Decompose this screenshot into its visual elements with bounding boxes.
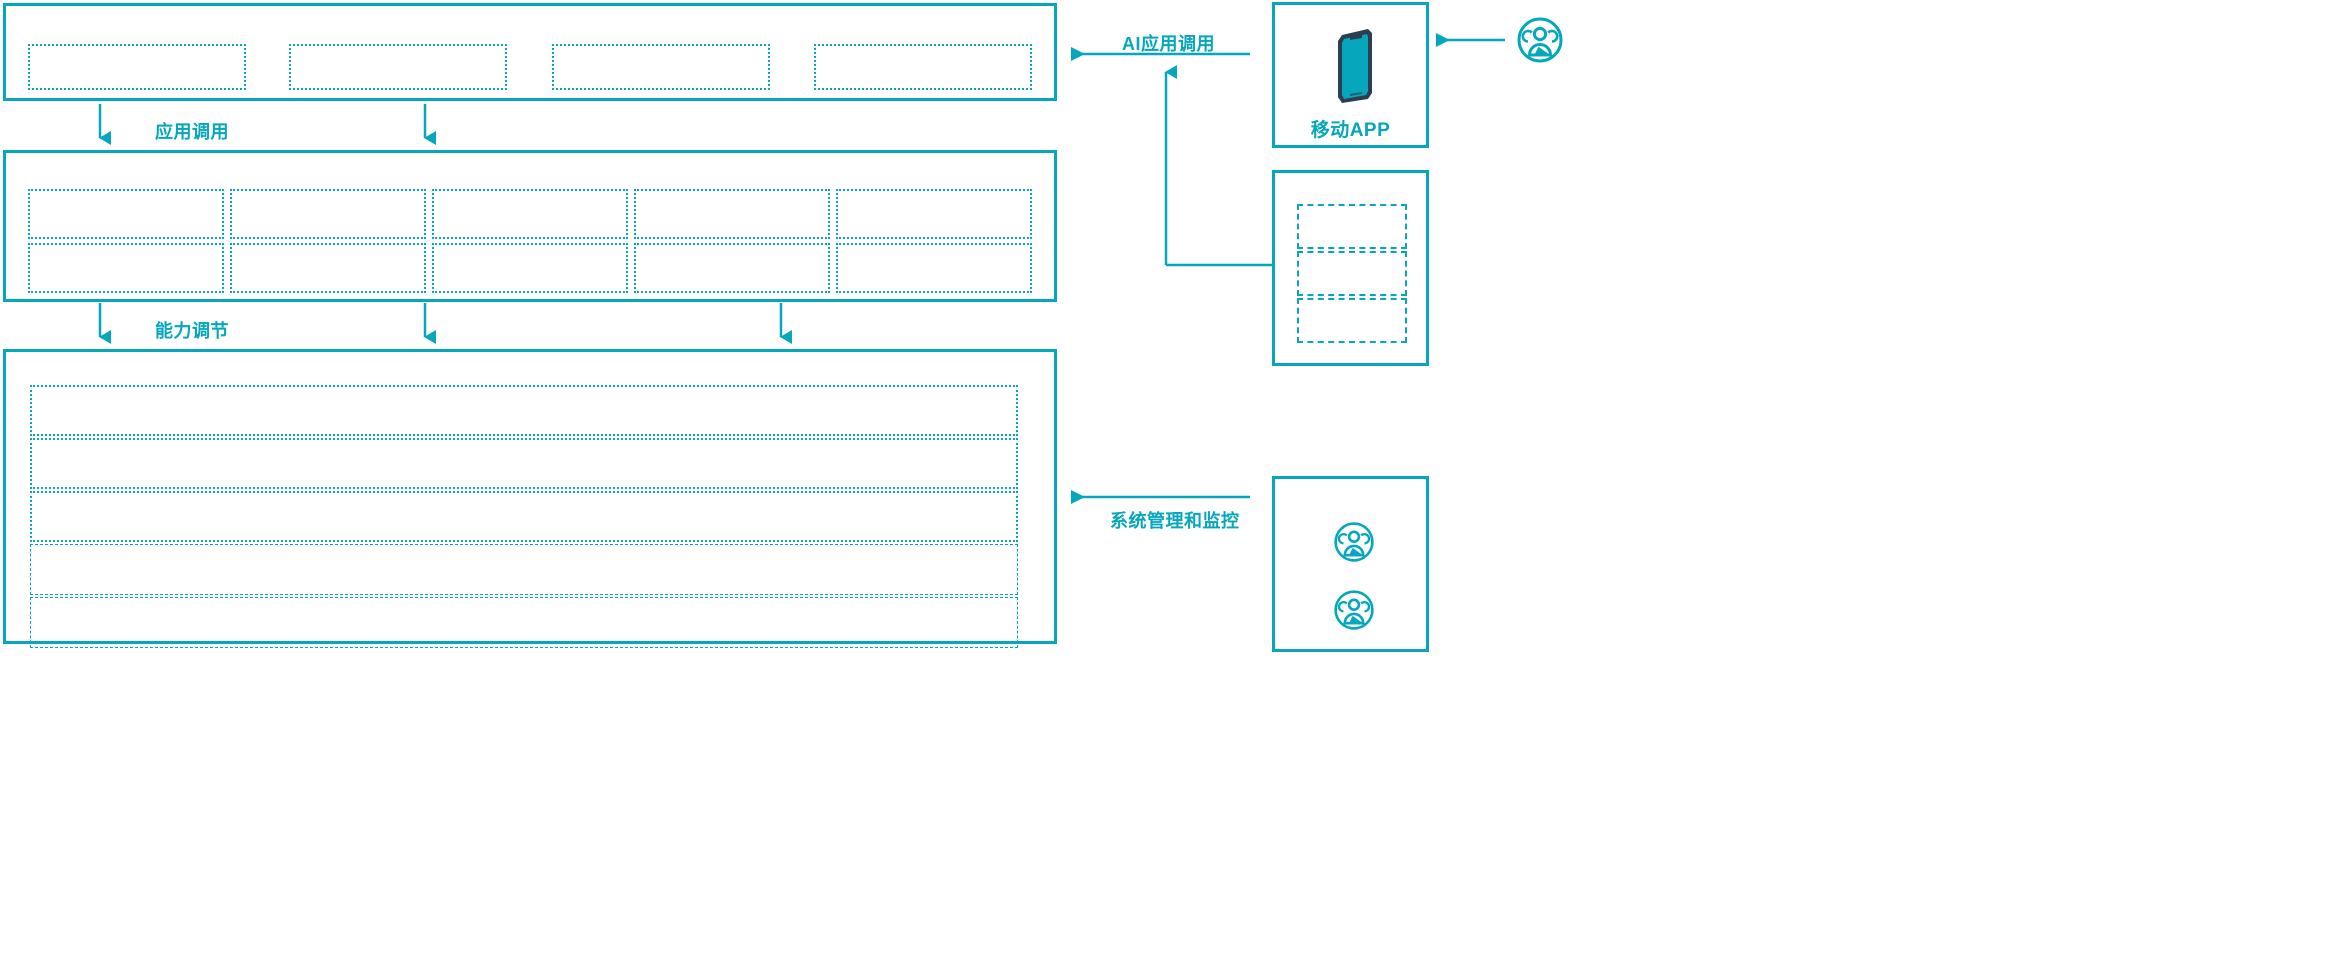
application-slot-4[interactable] — [814, 44, 1032, 90]
platform-slot-5[interactable] — [30, 597, 1018, 648]
platform-slot-1[interactable] — [30, 385, 1018, 436]
platform-slot-4[interactable] — [30, 544, 1018, 595]
users-panel[interactable] — [1272, 476, 1429, 652]
stacked-slot-3[interactable] — [1297, 298, 1407, 343]
application-slot-2[interactable] — [289, 44, 507, 90]
user-group-icon — [1333, 589, 1375, 631]
user-group-icon — [1333, 521, 1375, 563]
stacked-slots-panel[interactable] — [1272, 170, 1429, 366]
capability-slot-3[interactable] — [432, 189, 628, 239]
user-group-icon — [1516, 16, 1564, 64]
mobile-app-panel-label: 移动APP — [1310, 120, 1391, 141]
capability-slot-10[interactable] — [836, 243, 1032, 293]
arrow-stacked-panel-riser — [1164, 65, 1272, 267]
mobile-app-panel[interactable]: 移动APP — [1272, 2, 1429, 148]
capability-slot-6[interactable] — [28, 243, 224, 293]
connector-label-ai-app-call: AI应用调用 — [1122, 34, 1215, 54]
capability-slot-4[interactable] — [634, 189, 830, 239]
capability-slot-8[interactable] — [432, 243, 628, 293]
capability-slot-5[interactable] — [836, 189, 1032, 239]
application-slot-1[interactable] — [28, 44, 246, 90]
connector-label-app-call: 应用调用 — [155, 122, 229, 142]
stacked-slot-2[interactable] — [1297, 251, 1407, 296]
capability-slot-1[interactable] — [28, 189, 224, 239]
application-layer — [3, 3, 1057, 101]
platform-slot-3[interactable] — [30, 491, 1018, 542]
connector-label-capability-adjust: 能力调节 — [155, 321, 229, 341]
connector-label-sys-admin-monitor: 系统管理和监控 — [1110, 511, 1240, 531]
stacked-slot-1[interactable] — [1297, 204, 1407, 249]
smartphone-icon — [1322, 25, 1384, 105]
capability-slot-2[interactable] — [230, 189, 426, 239]
platform-layer — [3, 349, 1057, 648]
capability-layer — [3, 150, 1057, 302]
platform-slot-2[interactable] — [30, 438, 1018, 489]
application-slot-3[interactable] — [552, 44, 770, 90]
capability-slot-9[interactable] — [634, 243, 830, 293]
capability-slot-7[interactable] — [230, 243, 426, 293]
